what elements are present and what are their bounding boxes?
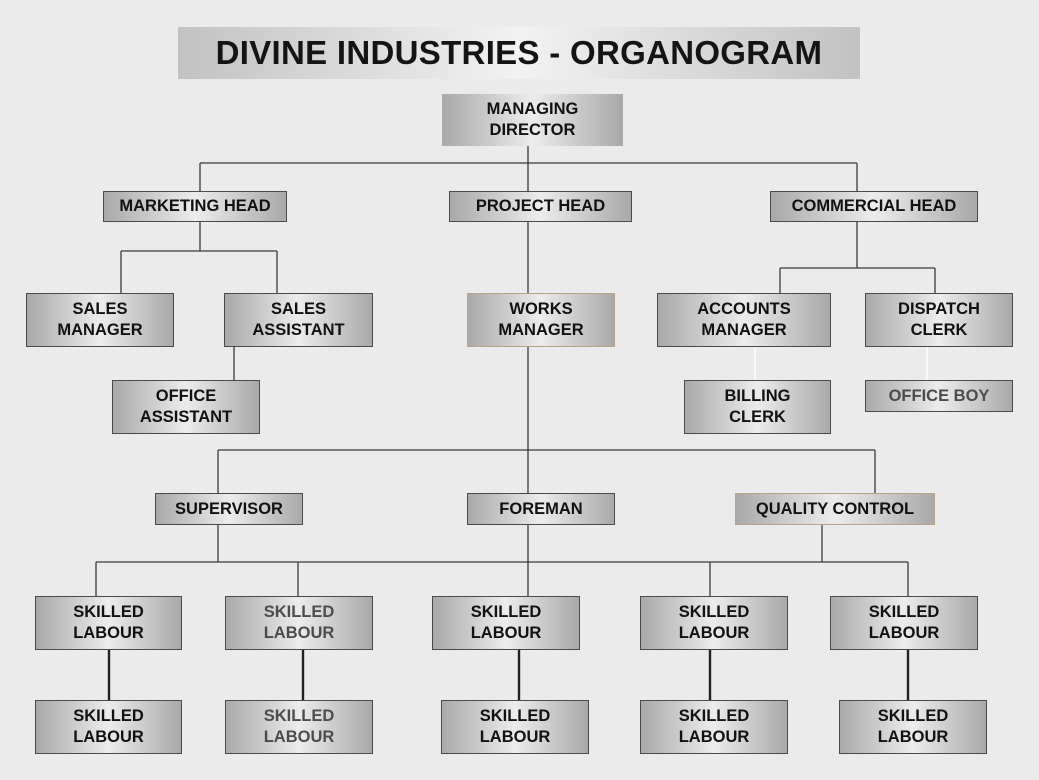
node-works-manager: WORKS MANAGER xyxy=(467,293,615,347)
node-skilled-labour: SKILLED LABOUR xyxy=(35,700,182,754)
node-skilled-labour: SKILLED LABOUR xyxy=(225,700,373,754)
node-skilled-labour: SKILLED LABOUR xyxy=(640,596,788,650)
node-commercial-head: COMMERCIAL HEAD xyxy=(770,191,978,222)
node-supervisor: SUPERVISOR xyxy=(155,493,303,525)
node-marketing-head: MARKETING HEAD xyxy=(103,191,287,222)
node-sales-assistant: SALES ASSISTANT xyxy=(224,293,373,347)
node-skilled-labour: SKILLED LABOUR xyxy=(830,596,978,650)
node-skilled-labour: SKILLED LABOUR xyxy=(640,700,788,754)
node-sales-manager: SALES MANAGER xyxy=(26,293,174,347)
node-accounts-manager: ACCOUNTS MANAGER xyxy=(657,293,831,347)
node-office-assistant: OFFICE ASSISTANT xyxy=(112,380,260,434)
node-foreman: FOREMAN xyxy=(467,493,615,525)
node-skilled-labour: SKILLED LABOUR xyxy=(441,700,589,754)
node-project-head: PROJECT HEAD xyxy=(449,191,632,222)
node-dispatch-clerk: DISPATCH CLERK xyxy=(865,293,1013,347)
node-skilled-labour: SKILLED LABOUR xyxy=(35,596,182,650)
node-skilled-labour: SKILLED LABOUR xyxy=(225,596,373,650)
node-managing-director: MANAGING DIRECTOR xyxy=(442,94,623,146)
page-title: DIVINE INDUSTRIES - ORGANOGRAM xyxy=(178,27,860,79)
node-billing-clerk: BILLING CLERK xyxy=(684,380,831,434)
node-office-boy: OFFICE BOY xyxy=(865,380,1013,412)
node-skilled-labour: SKILLED LABOUR xyxy=(839,700,987,754)
node-quality-control: QUALITY CONTROL xyxy=(735,493,935,525)
node-skilled-labour: SKILLED LABOUR xyxy=(432,596,580,650)
